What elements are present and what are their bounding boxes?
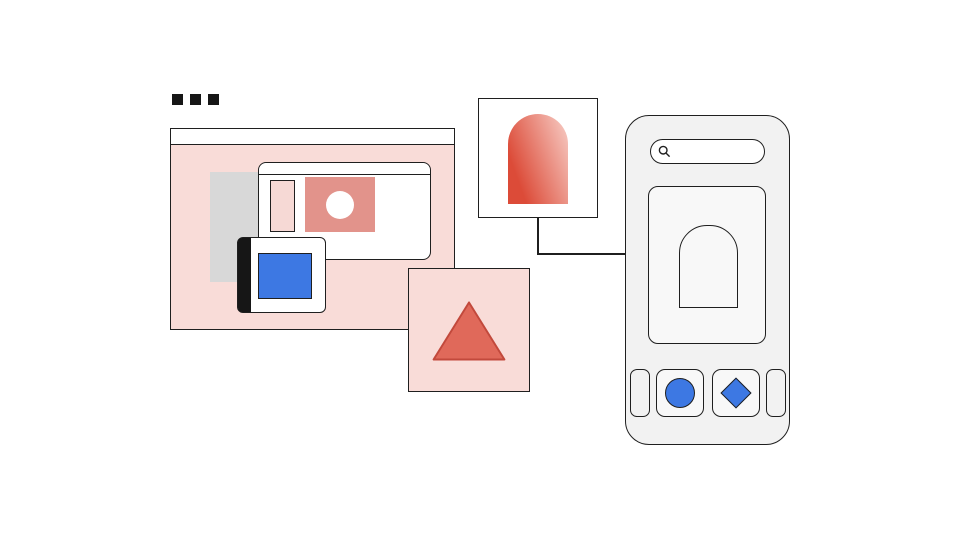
notebook-screen: [258, 253, 312, 299]
side-slot-left: [630, 369, 650, 417]
placeholder-block: [270, 180, 295, 232]
triangle-icon: [432, 301, 506, 361]
search-icon: [658, 145, 671, 158]
diamond-button[interactable]: [712, 369, 760, 417]
connector-line-horizontal: [537, 253, 628, 255]
connector-line-vertical: [537, 218, 539, 255]
search-bar[interactable]: [650, 139, 765, 164]
phone-screen: [648, 186, 766, 344]
circle-icon: [665, 378, 695, 408]
image-thumbnail: [305, 177, 375, 232]
framed-dome-panel: [478, 98, 598, 218]
side-slot-right: [766, 369, 786, 417]
window-menu-dots[interactable]: [172, 94, 219, 105]
menu-dot-icon: [190, 94, 201, 105]
window-titlebar: [171, 129, 454, 145]
circle-shape: [326, 190, 354, 219]
media-card-header: [259, 163, 430, 175]
menu-dot-icon: [208, 94, 219, 105]
menu-dot-icon: [172, 94, 183, 105]
notebook-spine: [238, 238, 251, 312]
triangle-panel: [408, 268, 530, 392]
circle-button[interactable]: [656, 369, 704, 417]
diamond-icon: [720, 377, 752, 409]
dome-shape: [508, 114, 568, 204]
notebook-card: [237, 237, 326, 313]
door-arch-shape: [679, 225, 738, 308]
